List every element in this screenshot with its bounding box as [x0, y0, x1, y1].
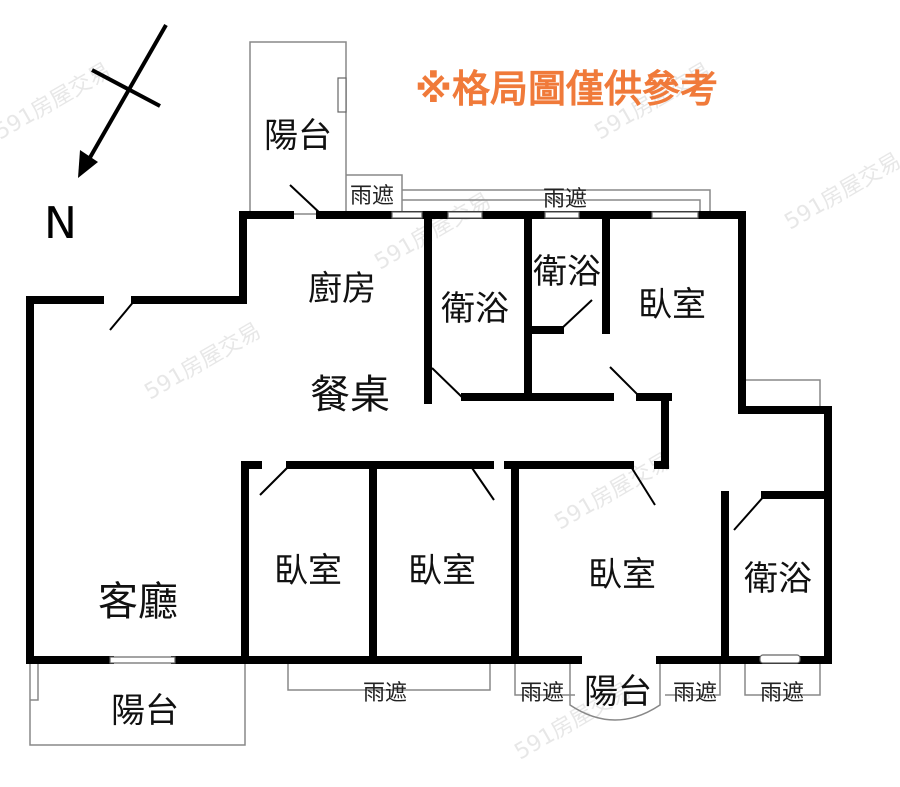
room-bedroom-3: 臥室 [588, 555, 656, 595]
awning-label: 雨遮 [673, 681, 717, 706]
north-label: N [44, 198, 77, 249]
room-bedroom-top: 臥室 [638, 285, 706, 325]
balcony-bottom-left: 陽台 [111, 691, 179, 731]
room-bedroom-1: 臥室 [274, 551, 342, 591]
windows [109, 211, 801, 664]
awning-label: 雨遮 [543, 187, 587, 212]
awning-label: 雨遮 [363, 681, 407, 706]
north-arrow-icon [78, 24, 168, 178]
svg-text:591房屋交易: 591房屋交易 [141, 319, 266, 406]
balcony-bottom-mid: 陽台 [584, 672, 652, 712]
room-bedroom-2: 臥室 [408, 551, 476, 591]
room-kitchen: 廚房 [308, 269, 376, 309]
awning-label: 雨遮 [520, 681, 564, 706]
room-bath-1: 衛浴 [441, 289, 509, 329]
room-living: 客廳 [98, 579, 178, 625]
disclaimer-title: ※格局圖僅供參考 [415, 67, 718, 111]
room-bath-2: 衛浴 [533, 252, 601, 292]
exterior-outlines [29, 41, 821, 746]
doors [109, 184, 766, 531]
room-dining: 餐桌 [310, 372, 390, 418]
balcony-top: 陽台 [264, 116, 332, 156]
room-bath-3: 衛浴 [744, 559, 812, 599]
awning-label: 雨遮 [350, 184, 394, 209]
svg-text:591房屋交易: 591房屋交易 [781, 149, 900, 236]
awning-label: 雨遮 [760, 681, 804, 706]
